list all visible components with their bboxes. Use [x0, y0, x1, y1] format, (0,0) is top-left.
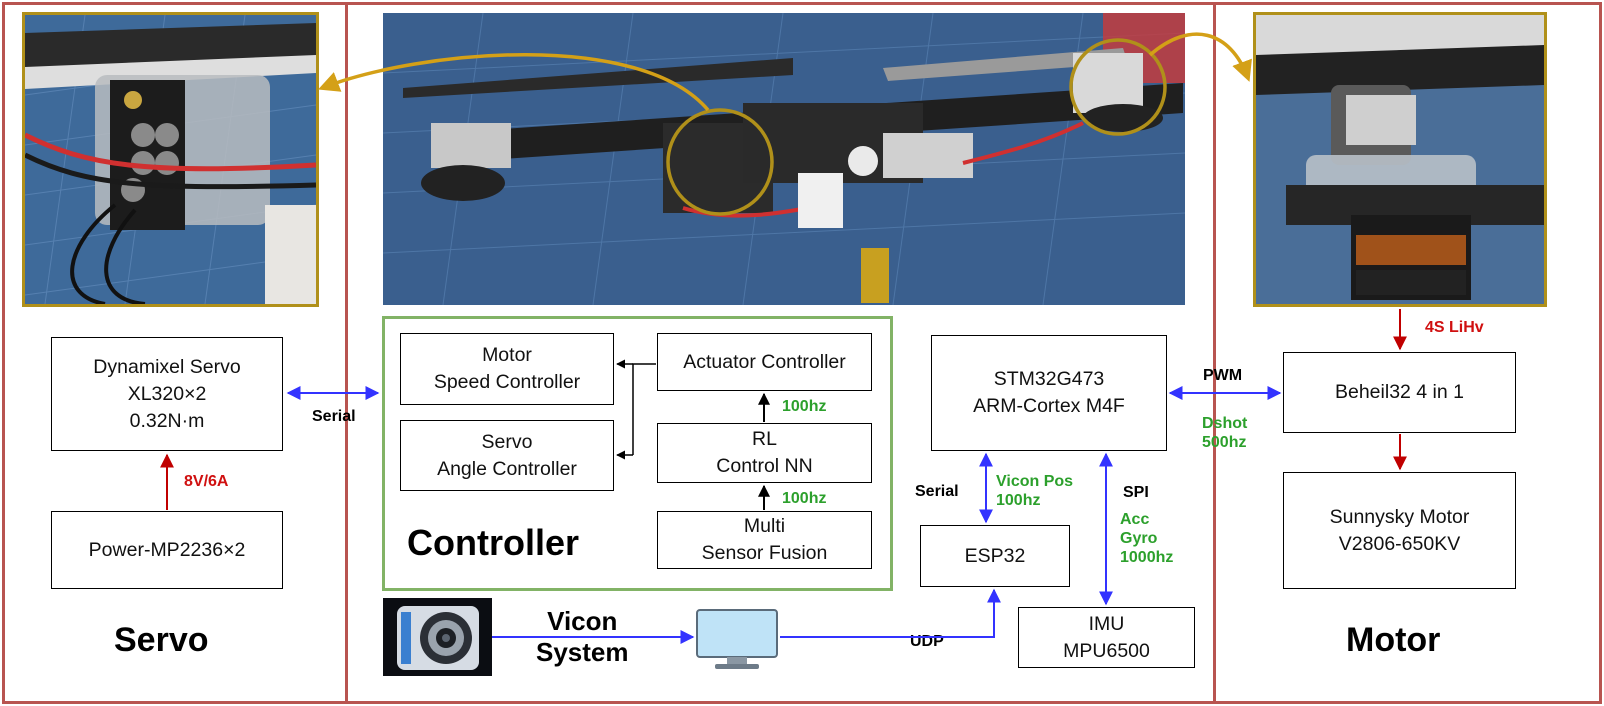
motor-speed-line-2: Speed Controller: [433, 371, 581, 393]
vicon-system-line-2: System: [536, 637, 629, 667]
actuator-branch-line: [632, 363, 656, 455]
stm32-box: STM32G473 ARM-Cortex M4F: [931, 335, 1167, 451]
esp32-label: ESP32: [964, 544, 1026, 567]
servo-callout-arrow: [318, 53, 710, 112]
servo-box-line-3: 0.32N·m: [129, 409, 205, 432]
motor-callout-arrow: [1148, 32, 1252, 82]
motor-speed-controller-box: Motor Speed Controller: [400, 333, 614, 405]
vicon-pos-line-1: Vicon Pos: [996, 473, 1074, 490]
dshot-line-2: 500hz: [1202, 434, 1247, 451]
vicon-pos-line-2: 100hz: [996, 492, 1041, 509]
servo-serial-label: Serial: [312, 408, 356, 425]
vicon-system-line-1: Vicon: [547, 606, 618, 636]
imu-line-1: IMU: [1088, 612, 1125, 635]
battery-label: 4S LiHv: [1425, 319, 1484, 336]
pwm-label: PWM: [1203, 367, 1243, 384]
servo-angle-line-2: Angle Controller: [437, 457, 577, 480]
vicon-camera-icon: [383, 598, 492, 676]
imu-box: IMU MPU6500: [1018, 607, 1195, 668]
motor-panel: [1213, 2, 1602, 704]
imu-rate-acc: Acc: [1120, 511, 1150, 528]
sensor-fusion-box: Multi Sensor Fusion: [657, 511, 872, 569]
motor-box: Sunnysky Motor V2806-650KV: [1283, 472, 1516, 589]
rate-label-fusion-to-rl: 100hz: [782, 490, 827, 507]
rl-line-2: Control NN: [716, 455, 813, 477]
power-spec-label: 8V/6A: [184, 473, 229, 490]
power-box-label: Power-MP2236×2: [88, 538, 246, 561]
monitor-to-esp32-arrow: [780, 588, 1001, 638]
esp-serial-label: Serial: [915, 483, 959, 500]
imu-rate-hz: 1000hz: [1120, 549, 1174, 566]
imu-line-2: MPU6500: [1063, 639, 1150, 662]
esp32-box: ESP32: [920, 525, 1070, 587]
esc-label: Beheil32 4 in 1: [1334, 381, 1465, 403]
motor-box-line-1: Sunnysky Motor: [1329, 505, 1470, 528]
fusion-line-1: Multi: [743, 515, 786, 537]
monitor-icon: [696, 609, 778, 669]
spi-label: SPI: [1123, 484, 1149, 501]
actuator-controller-box: Actuator Controller: [657, 333, 872, 391]
stm32-line-2: ARM-Cortex M4F: [973, 395, 1125, 417]
esc-box: Beheil32 4 in 1: [1283, 352, 1516, 433]
servo-photo: [22, 12, 319, 307]
vicon-pos-label: Vicon Pos 100hz: [996, 472, 1073, 510]
motor-box-line-2: V2806-650KV: [1338, 532, 1461, 555]
imu-rates-label: Acc Gyro 1000hz: [1120, 510, 1173, 567]
servo-title: Servo: [114, 621, 209, 659]
servo-box-line-2: XL320×2: [127, 382, 207, 405]
rl-line-1: RL: [752, 428, 777, 450]
power-box: Power-MP2236×2: [51, 511, 283, 589]
rl-control-nn-box: RL Control NN: [657, 423, 872, 483]
servo-callout-circle: [666, 108, 774, 216]
motor-speed-line-1: Motor: [482, 344, 532, 366]
controller-title: Controller: [407, 522, 580, 563]
dshot-label: Dshot 500hz: [1202, 414, 1247, 452]
dshot-line-1: Dshot: [1202, 415, 1248, 432]
servo-box: Dynamixel Servo XL320×2 0.32N·m: [51, 337, 283, 451]
rate-label-rl-to-actuator: 100hz: [782, 398, 827, 415]
motor-callout-circle: [1069, 38, 1167, 136]
motor-photo: [1253, 12, 1547, 307]
fusion-line-2: Sensor Fusion: [701, 542, 828, 564]
stm32-line-1: STM32G473: [993, 368, 1105, 390]
actuator-label: Actuator Controller: [683, 350, 846, 373]
drone-photo: [383, 13, 1185, 305]
servo-angle-controller-box: Servo Angle Controller: [400, 420, 614, 491]
motor-title: Motor: [1346, 621, 1441, 659]
controller-frame: [382, 316, 893, 591]
servo-angle-line-1: Servo: [481, 430, 533, 453]
imu-rate-gyro: Gyro: [1120, 530, 1158, 547]
servo-box-line-1: Dynamixel Servo: [93, 355, 241, 378]
vicon-system-label: Vicon System: [536, 606, 629, 668]
